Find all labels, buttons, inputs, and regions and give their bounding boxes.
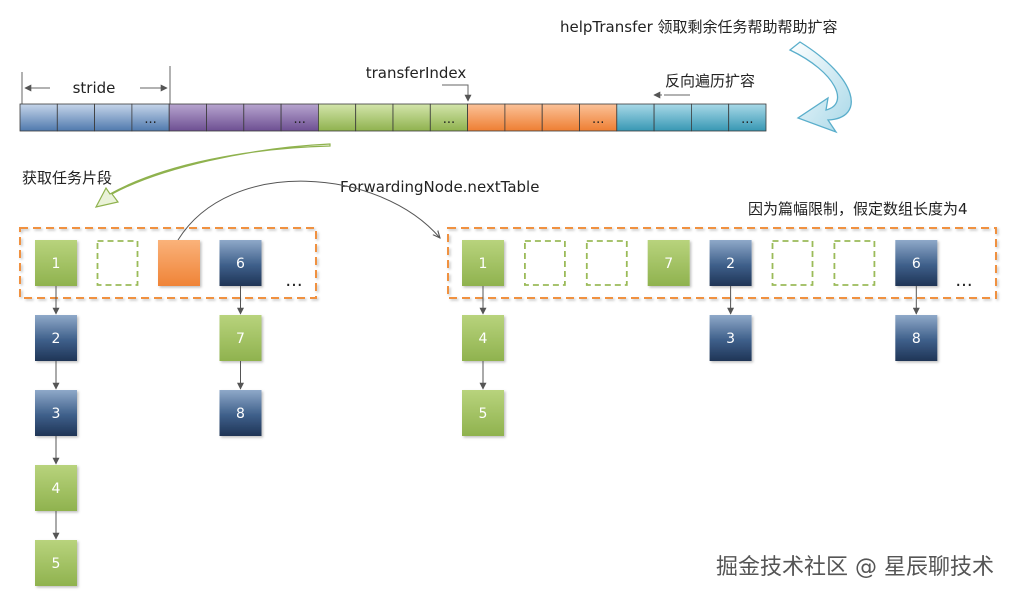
old-table-chain-3-1-node-label: 8 (236, 406, 245, 422)
transfer-index-pointer (442, 84, 472, 102)
new-table-slot-7-node-label: 6 (912, 256, 921, 272)
new-table-slot-3-node-label: 7 (664, 256, 673, 272)
strip-cell-orange (467, 103, 506, 132)
old-table-chain-0-2-node-label: 4 (52, 481, 61, 497)
strip-cell-teal (691, 103, 730, 132)
strip-cell-teal (616, 103, 655, 132)
new-table-chain-0-1-node-label: 5 (479, 406, 488, 422)
old-table-slot-2-forwarding-node (158, 240, 200, 286)
strip-cell-blue (131, 103, 170, 132)
strip-cell-purple (243, 103, 282, 132)
strip-ellipsis: ... (144, 112, 156, 127)
help-transfer-curved-arrow (788, 41, 852, 134)
get-segment-label: 获取任务片段 (22, 169, 112, 187)
new-table-frame (447, 227, 997, 299)
new-table-slot-3-node (647, 240, 690, 286)
new-table-chain-4-0-node (709, 315, 752, 361)
strip-cell-blue (56, 103, 95, 132)
old-table-chain-3-0-node (219, 315, 262, 361)
old-table-slot-0-node (35, 240, 77, 286)
old-table-chain-0-1-node-label: 3 (52, 406, 61, 422)
old-table-chain-0-0-node (35, 315, 77, 361)
old-table-chain-3-0-node-label: 7 (236, 331, 245, 347)
strip-cell-teal (653, 103, 692, 132)
old-table-chain-3-1-node (219, 390, 262, 436)
old-table-slot-3-node (219, 240, 262, 286)
strip-cell-blue (19, 103, 58, 132)
new-table-slot-5-empty-slot (771, 240, 814, 286)
old-table-slot-0-node-label: 1 (52, 256, 61, 272)
strip-cell-orange (541, 103, 580, 132)
new-table-chain-0-0-node (462, 315, 504, 361)
new-table-slot-4-node-label: 2 (726, 256, 735, 272)
array-length-note: 因为篇幅限制，假定数组长度为4 (748, 200, 968, 218)
new-table-chain-0-1-node (462, 390, 504, 436)
strip-cell-green (392, 103, 431, 132)
watermark: 掘金技术社区 @ 星辰聊技术 (716, 555, 994, 580)
new-table-slot-7-node (895, 240, 938, 286)
old-table-chain-0-0-node-label: 2 (52, 331, 61, 347)
get-segment-arrow (94, 143, 331, 208)
old-table-frame (19, 227, 317, 299)
strip-ellipsis: ... (443, 112, 455, 127)
table-strip: ............... (19, 103, 767, 132)
old-table-chain-0-2-node (35, 465, 77, 511)
help-transfer-label: helpTransfer 领取剩余任务帮助帮助扩容 (560, 18, 838, 36)
stride-dimension (21, 66, 171, 104)
old-table-slot-3-node-label: 6 (236, 256, 245, 272)
old-table-slot-1-empty-slot (96, 240, 139, 286)
old-table-ellipsis: ... (285, 270, 302, 291)
old-table-chain-0-3-node (35, 540, 77, 586)
new-table-chain-0-0-node-label: 4 (479, 331, 488, 347)
new-table-chain-7-0-node (895, 315, 938, 361)
new-table-chain-4-0-node-label: 3 (726, 331, 735, 347)
strip-ellipsis: ... (741, 112, 753, 127)
strip-ellipsis: ... (592, 112, 604, 127)
forwarding-curve-arrow (177, 180, 440, 241)
strip-cell-green (317, 103, 357, 132)
strip-cell-blue (94, 103, 133, 132)
strip-cell-teal (728, 103, 767, 132)
old-table-chain-0-3-node-label: 5 (52, 556, 61, 572)
new-table-ellipsis: ... (955, 270, 972, 291)
strip-cell-purple (206, 103, 245, 132)
new-table-slot-6-empty-slot (833, 240, 876, 286)
new-table-chain-7-0-node-label: 8 (912, 331, 921, 347)
transfer-index-label: transferIndex (366, 64, 467, 82)
stride-label: stride (73, 79, 116, 97)
forwarding-node-label: ForwardingNode.nextTable (340, 178, 539, 196)
new-table-slot-1-empty-slot (524, 240, 566, 286)
strip-cell-green (355, 103, 394, 132)
new-table-slot-2-empty-slot (585, 240, 628, 286)
strip-cell-orange (504, 103, 543, 132)
new-table-slot-0-node (462, 240, 504, 286)
old-table: 1 2 3 4 5 6 7 8 (35, 240, 262, 586)
new-table: 1 4 5 7 2 3 6 8 (462, 240, 938, 436)
new-table-slot-0-node-label: 1 (479, 256, 488, 272)
old-table-chain-0-1-node (35, 390, 77, 436)
strip-cell-purple (168, 103, 207, 132)
reverse-traverse-label: 反向遍历扩容 (665, 72, 755, 90)
strip-cell-orange (579, 103, 618, 132)
new-table-slot-4-node (709, 240, 752, 286)
strip-ellipsis: ... (294, 112, 306, 127)
